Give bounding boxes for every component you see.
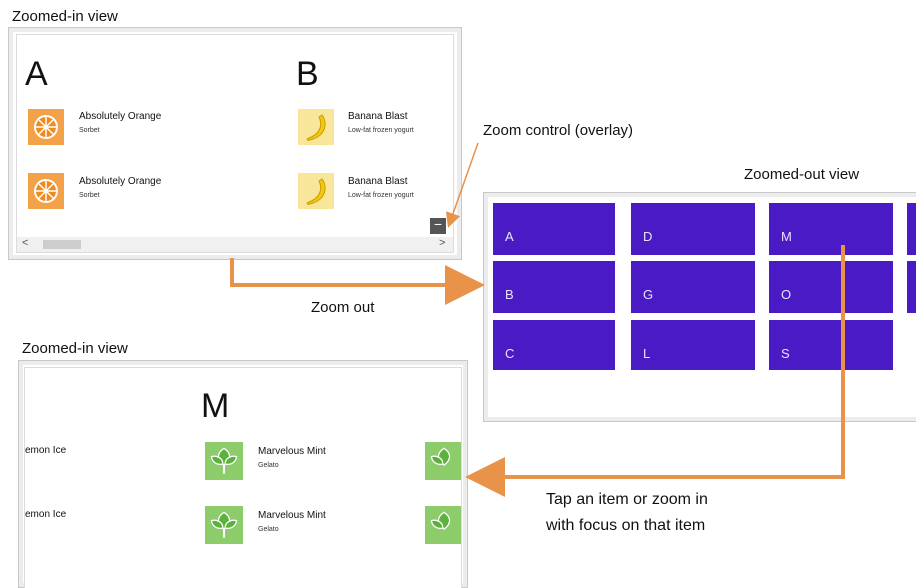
tile-label: B — [505, 287, 514, 302]
item-title: Banana Blast — [348, 176, 408, 187]
tap-item-label-line1: Tap an item or zoom in — [546, 491, 708, 508]
zoom-control-label: Zoom control (overlay) — [483, 122, 634, 139]
item-subtitle: Low-fat frozen yogurt — [348, 192, 414, 199]
item-subtitle: Sorbet — [79, 127, 100, 134]
zoomed-out-tile[interactable]: O — [769, 261, 893, 313]
bottom-zoomed-in-panel: emon Ice emon Ice M Marvelous Mint Gelat… — [18, 360, 468, 588]
zoomed-out-tile[interactable]: D — [631, 203, 755, 255]
mint-leaf-icon — [205, 506, 243, 544]
banana-icon — [298, 173, 334, 209]
zoomed-out-tile[interactable]: L — [631, 320, 755, 370]
top-zoomed-in-panel: A Absolutely Orange Sorbet — [8, 27, 462, 260]
tile-label: S — [781, 346, 790, 361]
orange-slice-icon — [28, 109, 64, 145]
cut-off-item-title: emon Ice — [25, 509, 67, 520]
zoom-out-arrow — [230, 258, 485, 305]
group-letter-b: B — [296, 55, 319, 93]
item-subtitle: Sorbet — [79, 192, 100, 199]
zoom-out-button[interactable]: − — [430, 217, 446, 234]
item-subtitle: Low-fat frozen yogurt — [348, 127, 414, 134]
tile-label: O — [781, 287, 792, 302]
item-title: Absolutely Orange — [79, 111, 162, 122]
zoomed-out-tile[interactable]: A — [493, 203, 615, 255]
zoomed-out-tile[interactable]: C — [493, 320, 615, 370]
tile-label: A — [505, 229, 514, 244]
mint-leaf-icon — [425, 442, 461, 480]
scrollbar-thumb[interactable] — [43, 240, 81, 249]
zoomed-out-tile-partial[interactable] — [907, 203, 916, 255]
item-subtitle: Gelato — [258, 526, 279, 533]
item-title: Marvelous Mint — [258, 446, 326, 457]
banana-icon — [298, 109, 334, 145]
item-title: Absolutely Orange — [79, 176, 162, 187]
zoomed-out-tile-partial[interactable] — [907, 261, 916, 313]
cut-off-item-title: emon Ice — [25, 445, 67, 456]
mint-leaf-icon — [425, 506, 461, 544]
bottom-view-caption: Zoomed-in view — [22, 340, 128, 357]
mint-leaf-icon — [205, 442, 243, 480]
orange-slice-icon — [28, 173, 64, 209]
group-letter-a: A — [25, 55, 48, 93]
zoom-control-pointer — [445, 142, 479, 228]
group-letter-m: M — [201, 387, 230, 425]
horizontal-scrollbar[interactable]: < > — [17, 237, 453, 252]
zoomed-out-tile[interactable]: M — [769, 203, 893, 255]
tile-label: G — [643, 287, 654, 302]
tile-label: C — [505, 346, 515, 361]
scroll-left-arrow[interactable]: < — [22, 237, 29, 249]
top-view-caption: Zoomed-in view — [12, 8, 118, 25]
top-panel-content: A Absolutely Orange Sorbet — [16, 34, 454, 253]
item-title: Banana Blast — [348, 111, 408, 122]
tap-item-arrow — [465, 245, 845, 497]
scroll-right-arrow[interactable]: > — [439, 237, 446, 249]
item-title: Marvelous Mint — [258, 510, 326, 521]
tile-label: D — [643, 229, 653, 244]
zoomed-out-tile[interactable]: G — [631, 261, 755, 313]
zoom-out-label: Zoom out — [311, 299, 375, 316]
item-subtitle: Gelato — [258, 462, 279, 469]
zoomed-out-caption: Zoomed-out view — [744, 166, 860, 183]
tap-item-label-line2: with focus on that item — [546, 517, 706, 534]
tile-label: M — [781, 229, 792, 244]
zoomed-out-tile[interactable]: S — [769, 320, 893, 370]
tile-label: L — [643, 346, 651, 361]
bottom-panel-content: emon Ice emon Ice M Marvelous Mint Gelat… — [24, 367, 462, 588]
zoomed-out-tile[interactable]: B — [493, 261, 615, 313]
